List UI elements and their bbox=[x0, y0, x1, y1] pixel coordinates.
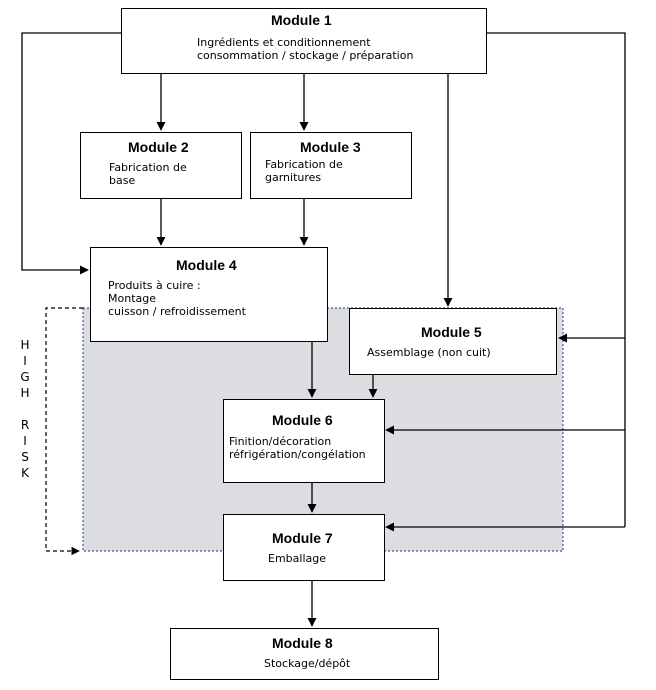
module-2-title: Module 2 bbox=[128, 139, 189, 155]
module-5-line-1: Assemblage (non cuit) bbox=[367, 346, 491, 359]
module-6-box: Module 6 Finition/décoration réfrigérati… bbox=[223, 399, 385, 483]
module-2-box: Module 2 Fabrication de base bbox=[80, 132, 242, 199]
module-4-line-2: Montage bbox=[108, 292, 156, 305]
module-7-line-1: Emballage bbox=[268, 552, 326, 565]
module-4-line-1: Produits à cuire : bbox=[108, 279, 201, 292]
arrow-m1-m4 bbox=[21, 32, 121, 275]
module-7-box: Module 7 Emballage bbox=[223, 514, 385, 581]
risk-letter: I bbox=[23, 354, 27, 368]
module-2-line-2: base bbox=[109, 174, 136, 187]
module-8-title: Module 8 bbox=[272, 635, 333, 651]
module-6-title: Module 6 bbox=[272, 412, 333, 428]
module-1-title: Module 1 bbox=[271, 12, 332, 28]
module-5-box: Module 5 Assemblage (non cuit) bbox=[349, 308, 557, 375]
risk-letter: K bbox=[21, 466, 29, 480]
line-m1-right bbox=[487, 32, 626, 527]
module-8-box: Module 8 Stockage/dépôt bbox=[170, 628, 439, 680]
module-2-line-1: Fabrication de bbox=[109, 161, 187, 174]
high-risk-label: H I G H R I S K bbox=[18, 337, 32, 481]
module-4-box: Module 4 Produits à cuire : Montage cuis… bbox=[90, 247, 328, 342]
module-1-line-2: consommation / stockage / préparation bbox=[197, 49, 414, 62]
high-risk-bracket bbox=[45, 307, 83, 556]
risk-letter: G bbox=[20, 370, 30, 384]
risk-letter: I bbox=[23, 434, 27, 448]
risk-gap bbox=[18, 401, 32, 417]
risk-letter: H bbox=[20, 338, 30, 352]
module-6-line-1: Finition/décoration bbox=[229, 435, 332, 448]
risk-letter: S bbox=[21, 450, 29, 464]
risk-letter: R bbox=[20, 418, 30, 432]
module-3-box: Module 3 Fabrication de garnitures bbox=[250, 132, 412, 199]
module-3-title: Module 3 bbox=[300, 139, 361, 155]
module-3-line-2: garnitures bbox=[265, 171, 322, 184]
module-5-title: Module 5 bbox=[421, 324, 482, 340]
module-6-line-2: réfrigération/congélation bbox=[229, 448, 366, 461]
module-4-line-3: cuisson / refroidissement bbox=[108, 305, 246, 318]
module-4-title: Module 4 bbox=[176, 257, 237, 273]
risk-letter: H bbox=[20, 386, 30, 400]
module-1-box: Module 1 Ingrédients et conditionnement … bbox=[121, 8, 487, 74]
module-7-title: Module 7 bbox=[272, 530, 333, 546]
module-3-line-1: Fabrication de bbox=[265, 158, 343, 171]
module-8-line-1: Stockage/dépôt bbox=[264, 657, 351, 670]
module-1-line-1: Ingrédients et conditionnement bbox=[197, 36, 371, 49]
